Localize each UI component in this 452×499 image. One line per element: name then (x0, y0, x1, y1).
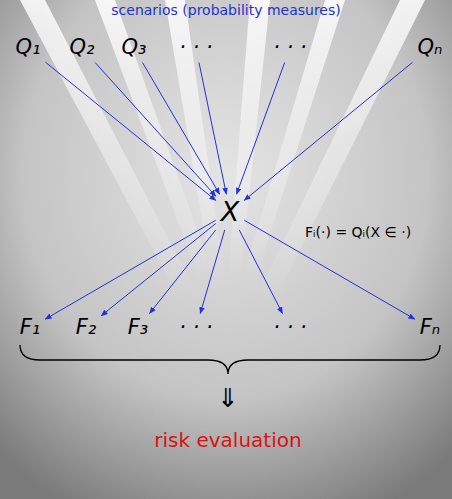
node-text: · · · (273, 36, 306, 59)
node-text: F₃ (128, 316, 149, 339)
node-text: · · · (273, 316, 306, 339)
scenario-node: Qₙ (415, 35, 446, 60)
implies-arrow: ⇓ (217, 383, 239, 413)
node-text: Q₁ (16, 36, 41, 59)
scenario-node: · · · (270, 35, 309, 60)
arrow-connector (95, 63, 216, 197)
scenario-node: Q₃ (119, 35, 150, 60)
scenario-node: · · · (176, 35, 215, 60)
node-text: Fₙ (420, 316, 440, 339)
node-text: F₁ (20, 316, 41, 339)
node-text: F₂ (76, 316, 97, 339)
node-text: Q₃ (122, 36, 147, 59)
distribution-node: F₃ (125, 315, 152, 340)
arrow-connector (244, 62, 412, 200)
node-text: · · · (179, 316, 212, 339)
arrow-connector (237, 63, 285, 195)
random-variable-node: X (218, 196, 243, 228)
scenario-node: Q₁ (13, 35, 44, 60)
distribution-formula: Fᵢ(·) = Qᵢ(X ∈ ·) (305, 224, 411, 240)
result-label: risk evaluation (154, 428, 301, 452)
arrow-connector (239, 230, 282, 314)
arrow-connector (199, 63, 226, 195)
node-text: Q₂ (70, 36, 95, 59)
arrow-connector (200, 230, 225, 314)
arrow-connector (45, 220, 216, 319)
node-text: Qₙ (418, 36, 443, 59)
arrow-connector (244, 220, 415, 319)
scenario-node: Q₂ (67, 35, 98, 60)
light-beams (20, 0, 425, 300)
distribution-node: F₂ (73, 315, 100, 340)
node-text: X (221, 197, 240, 227)
arrow-connector (101, 223, 216, 315)
diagram-title: scenarios (probability measures) (111, 2, 340, 18)
underbrace (20, 345, 440, 374)
distribution-node: Fₙ (417, 315, 443, 340)
distribution-node: · · · (270, 315, 309, 340)
node-text: · · · (179, 36, 212, 59)
arrow-connector (150, 230, 216, 314)
distribution-node: F₁ (17, 315, 44, 340)
arrow-connector (45, 62, 215, 200)
distribution-node: · · · (176, 315, 215, 340)
arrow-connector (143, 63, 220, 195)
